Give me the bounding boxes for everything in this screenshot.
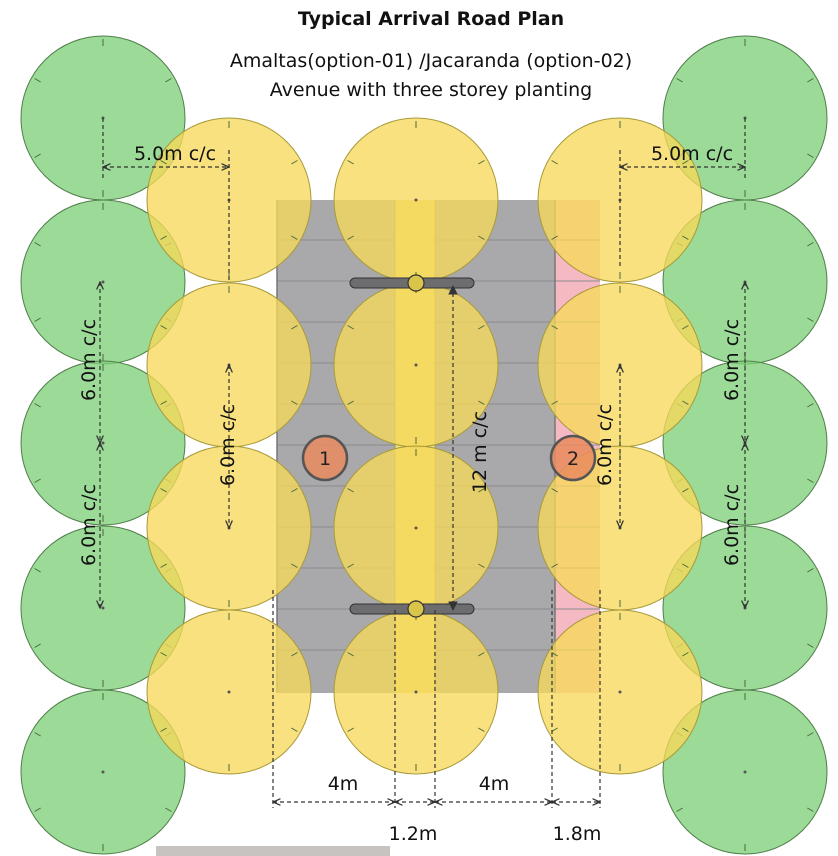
diagram-subtitle-line1: Amaltas(option-01) /Jacaranda (option-02… [230, 50, 632, 72]
street-light-top [349, 274, 475, 292]
label-spacing-left: 5.0m c/c [134, 143, 216, 165]
outer-tree-right [662, 689, 828, 855]
inner-tree-right [537, 609, 703, 775]
label-outer-right-upper: 6.0m c/c [721, 319, 743, 401]
marker-2-label: 2 [567, 448, 579, 470]
marker-1: 1 [301, 434, 349, 482]
median-tree [333, 117, 499, 283]
label-carriageway-right: 4m [479, 773, 510, 795]
diagram-subtitle-line2: Avenue with three storey planting [270, 79, 592, 101]
street-light-bottom [349, 600, 475, 618]
label-outer-left-upper: 6.0m c/c [78, 319, 100, 401]
diagram-title: Typical Arrival Road Plan [298, 8, 564, 30]
median-tree [333, 609, 499, 775]
marker-1-label: 1 [319, 448, 331, 470]
inner-tree-left [146, 609, 312, 775]
label-inner-left: 6.0m c/c [217, 404, 239, 486]
label-footpath-width: 1.8m [553, 823, 602, 845]
outer-tree-left [20, 689, 186, 855]
label-inner-right: 6.0m c/c [594, 404, 616, 486]
label-median-width: 1.2m [389, 823, 438, 845]
label-carriageway-left: 4m [328, 773, 359, 795]
label-spacing-right: 5.0m c/c [651, 143, 733, 165]
label-outer-right-lower: 6.0m c/c [721, 484, 743, 566]
label-outer-left-lower: 6.0m c/c [78, 484, 100, 566]
dimension-lines [100, 118, 745, 808]
photo-strip-fragment [156, 846, 390, 856]
label-median-spacing: 12 m c/c [469, 411, 491, 493]
marker-2: 2 [549, 434, 597, 482]
